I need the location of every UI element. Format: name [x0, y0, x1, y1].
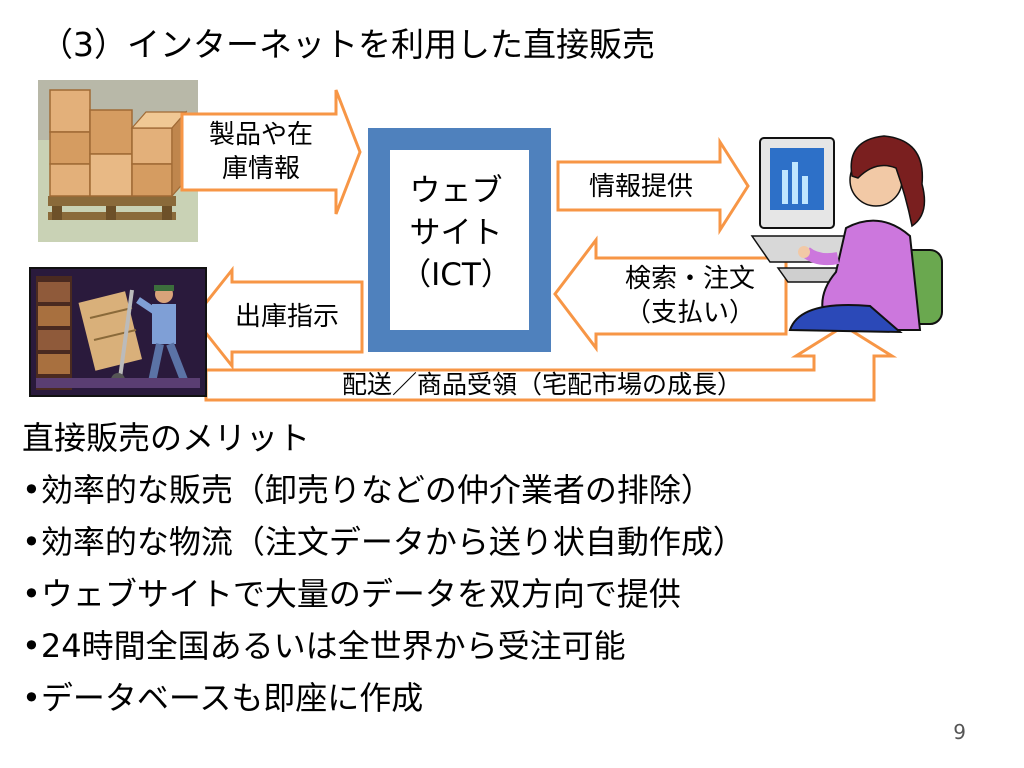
arrow-product-info-line1: 製品や在: [208, 120, 313, 150]
arrow-product-info: [180, 89, 362, 215]
arrow-search-order-line2: （支払い）: [624, 298, 755, 328]
website-line3: （ICT）: [400, 257, 512, 293]
arrow-search-order-line1: 検索・注文: [624, 264, 755, 294]
arrow-shipping-instruction: [192, 265, 364, 371]
website-label: ウェブ サイト （ICT）: [380, 170, 532, 296]
slide-title: （3）インターネットを利用した直接販売: [40, 25, 655, 64]
benefit-item-2: •効率的な物流（注文データから送り状自動作成）: [22, 523, 745, 561]
arrow-delivery: [204, 324, 898, 402]
arrow-delivery-label: 配送／商品受領（宅配市場の成長）: [341, 370, 742, 399]
benefits-heading: 直接販売のメリット: [22, 419, 311, 457]
website-line1: ウェブ: [409, 173, 503, 209]
boxes-image: [38, 80, 198, 242]
arrow-search-order-label: 検索・注文 （支払い）: [598, 262, 782, 330]
benefits-list: 直接販売のメリット •効率的な販売（卸売りなどの仲介業者の排除） •効率的な物流…: [22, 412, 745, 724]
arrow-info-provision: [556, 136, 750, 236]
arrow-product-info-label: 製品や在 庫情報: [188, 118, 334, 186]
diagram: [29, 80, 943, 402]
arrow-search-order: [553, 235, 788, 353]
benefit-item-1: •効率的な販売（卸売りなどの仲介業者の排除）: [22, 471, 713, 509]
arrow-product-info-line2: 庫情報: [221, 154, 300, 184]
arrow-shipping-instruction-label: 出庫指示: [234, 302, 339, 332]
website-line2: サイト: [409, 215, 503, 251]
benefit-item-5: •データベースも即座に作成: [22, 679, 424, 717]
benefit-item-4: •24時間全国あるいは全世界から受注可能: [22, 627, 626, 665]
customer-image: [750, 135, 943, 334]
arrow-info-provision-label: 情報提供: [588, 172, 693, 202]
page-number: 9: [953, 720, 966, 744]
worker-image: [29, 267, 207, 397]
benefit-item-3: •ウェブサイトで大量のデータを双方向で提供: [22, 575, 681, 613]
